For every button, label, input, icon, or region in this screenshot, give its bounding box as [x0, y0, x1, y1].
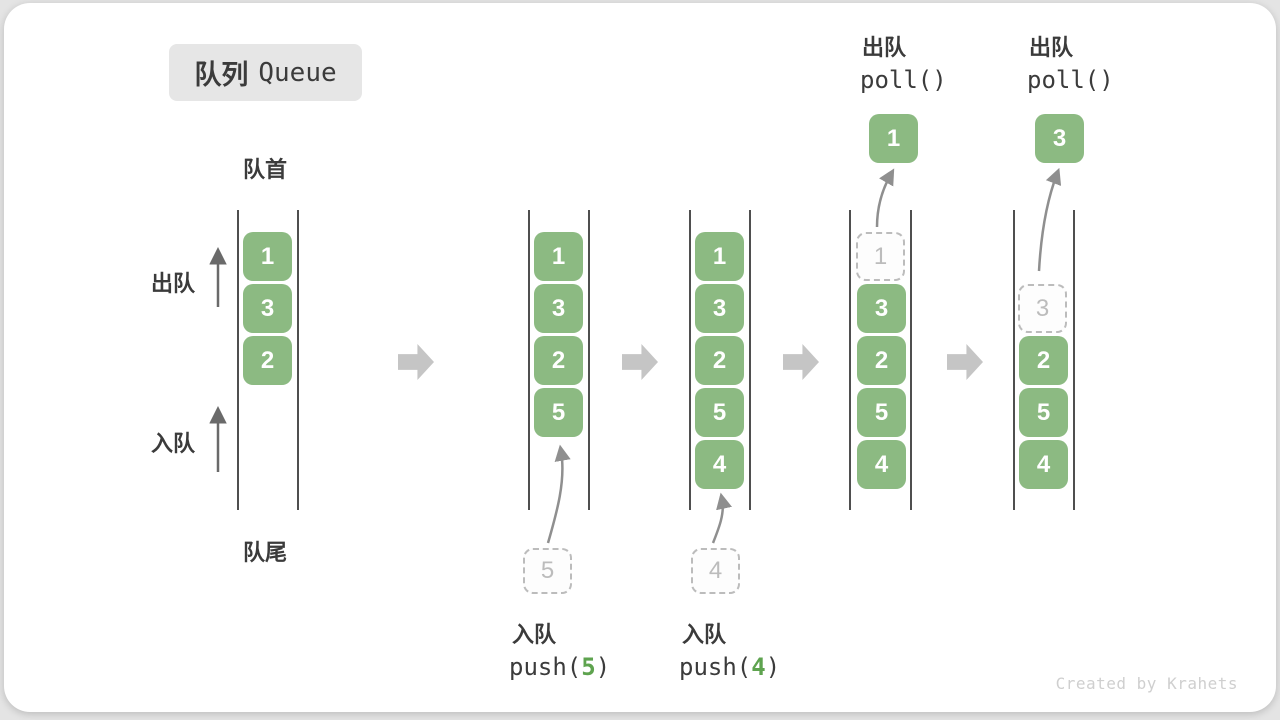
- label-dequeue-side: 出队: [151, 271, 196, 296]
- queue-wall: [749, 210, 751, 510]
- code-arg: 5: [581, 653, 596, 681]
- queue-element: 5: [534, 388, 583, 437]
- code-pre: push(: [509, 653, 582, 681]
- queue-element: 5: [695, 388, 744, 437]
- code-arg: 4: [751, 653, 766, 681]
- title-zh: 队列: [194, 60, 249, 90]
- queue-wall: [528, 210, 530, 510]
- title-badge: 队列 Queue: [169, 44, 362, 101]
- queue-element: 2: [695, 336, 744, 385]
- op-poll3-label: 出队: [1029, 35, 1074, 60]
- queue-wall: [849, 210, 851, 510]
- code-post: ): [765, 653, 781, 681]
- incoming-element-dashed: 5: [523, 548, 572, 594]
- op-push4-label: 入队: [682, 622, 727, 647]
- label-queue-front: 队首: [243, 157, 288, 182]
- queue-element: 1: [243, 232, 292, 281]
- queue-element: 3: [243, 284, 292, 333]
- queue-element: 1: [695, 232, 744, 281]
- removed-element-dashed: 1: [856, 232, 905, 281]
- queue-element: 1: [534, 232, 583, 281]
- queue-element: 3: [695, 284, 744, 333]
- incoming-element-dashed: 4: [691, 548, 740, 594]
- queue-element: 2: [243, 336, 292, 385]
- op-push5-label: 入队: [512, 622, 557, 647]
- queue-element: 2: [857, 336, 906, 385]
- op-poll1-label: 出队: [862, 35, 907, 60]
- op-poll1-code: poll(): [860, 66, 947, 94]
- queue-element: 2: [534, 336, 583, 385]
- polled-element: 1: [869, 114, 918, 163]
- title-en: Queue: [258, 57, 337, 88]
- watermark: Created by Krahets: [1055, 674, 1238, 693]
- queue-wall: [1073, 210, 1075, 510]
- removed-element-dashed: 3: [1018, 284, 1067, 333]
- queue-element: 5: [1019, 388, 1068, 437]
- code-pre: push(: [679, 653, 752, 681]
- queue-wall: [237, 210, 239, 510]
- label-queue-rear: 队尾: [243, 540, 288, 565]
- op-push5-code: push(5): [509, 653, 610, 681]
- op-push4-code: push(4): [679, 653, 780, 681]
- label-enqueue-side: 入队: [151, 431, 196, 456]
- code-post: ): [595, 653, 611, 681]
- queue-element: 4: [695, 440, 744, 489]
- queue-wall: [588, 210, 590, 510]
- queue-wall: [689, 210, 691, 510]
- queue-element: 5: [857, 388, 906, 437]
- queue-element: 4: [857, 440, 906, 489]
- queue-element: 3: [534, 284, 583, 333]
- queue-wall: [910, 210, 912, 510]
- queue-element: 4: [1019, 440, 1068, 489]
- queue-wall: [1013, 210, 1015, 510]
- queue-wall: [297, 210, 299, 510]
- op-poll3-code: poll(): [1027, 66, 1114, 94]
- queue-element: 2: [1019, 336, 1068, 385]
- polled-element: 3: [1035, 114, 1084, 163]
- queue-element: 3: [857, 284, 906, 333]
